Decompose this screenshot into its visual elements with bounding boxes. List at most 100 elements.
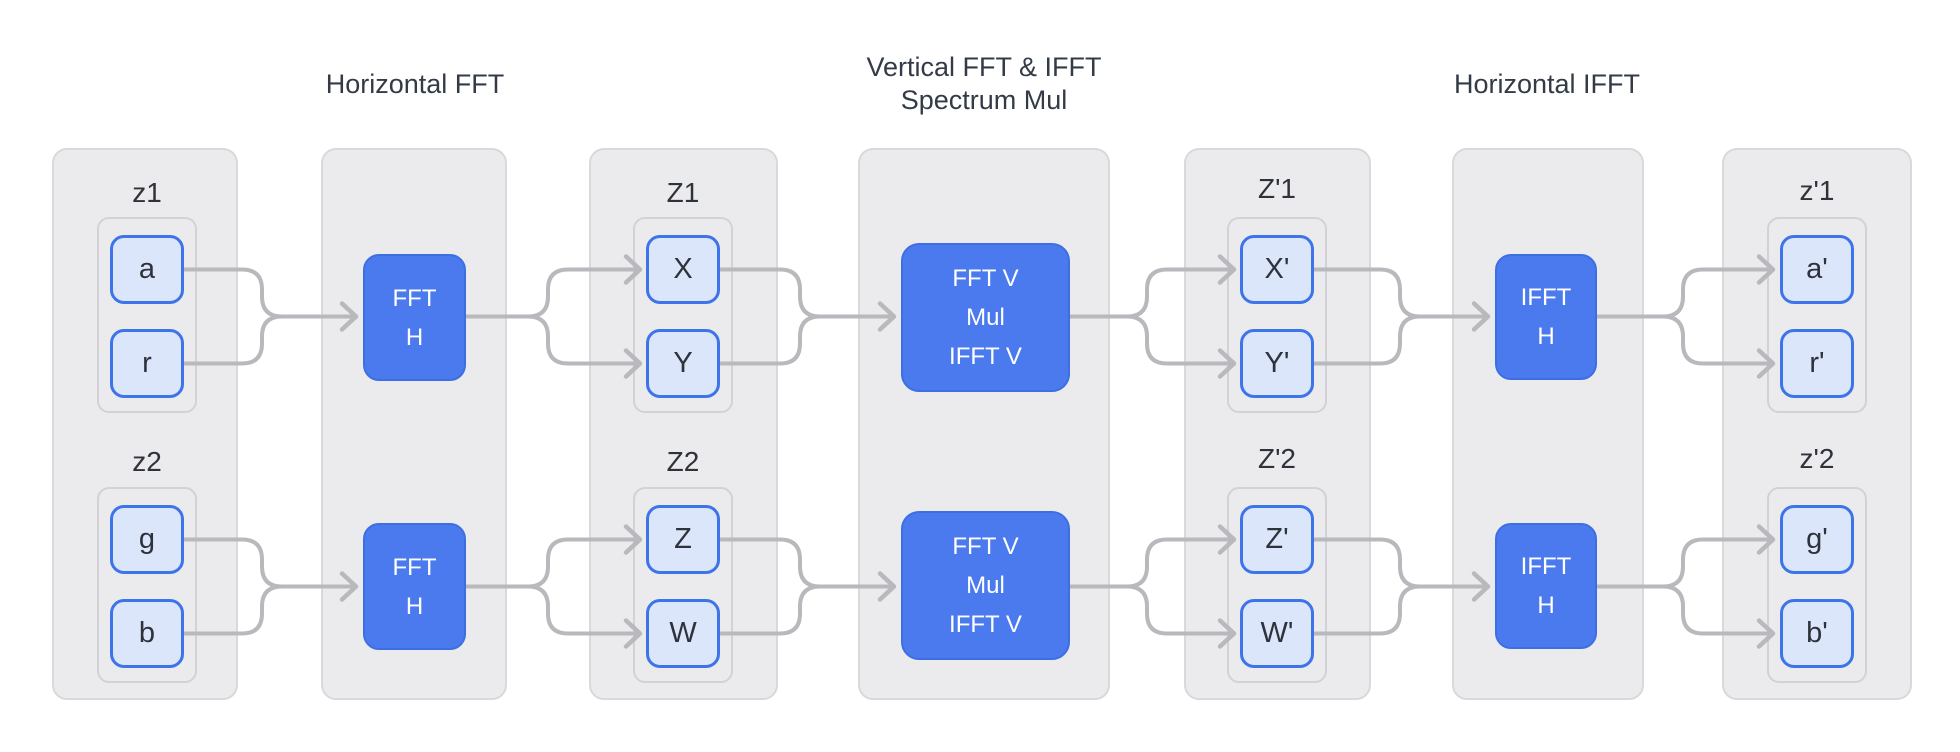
arrowhead-icon	[1756, 254, 1776, 285]
wire	[526, 537, 638, 589]
box-Yp: Y'	[1240, 329, 1314, 398]
merge-zw-to-fft-v-bottom	[716, 537, 897, 636]
arrowhead-icon	[339, 571, 359, 602]
box-a: a	[110, 235, 184, 304]
block-line: Mul	[966, 304, 1005, 331]
block-line: H	[405, 592, 424, 620]
wire	[1661, 267, 1771, 319]
group-z2	[97, 487, 197, 683]
block-line: FFT V	[952, 265, 1019, 292]
group-zp2	[1767, 487, 1867, 683]
arrowhead-icon	[623, 348, 643, 379]
group-label-Zp2: Z'2	[1257, 443, 1297, 474]
block-line: FFT	[392, 553, 437, 581]
stage-title-vertical-line1: Vertical FFT & IFFT	[866, 52, 1102, 82]
arrowhead-icon	[1756, 618, 1776, 649]
wire	[1125, 267, 1232, 319]
split-ifft-h-top-to-aprp	[1595, 254, 1776, 379]
group-label-Z2: Z2	[666, 446, 700, 477]
group-label-zp2: z'2	[1799, 443, 1835, 474]
box-Zp: Z'	[1240, 505, 1314, 574]
box-rp: r'	[1780, 329, 1854, 398]
split-fft-v-bottom-to-zpwp	[1068, 524, 1237, 649]
group-Zp1	[1227, 217, 1327, 413]
block-line: Mul	[966, 572, 1005, 599]
wire	[1661, 537, 1771, 589]
arrowhead-icon	[339, 301, 359, 332]
box-r: r	[110, 329, 184, 398]
merge-gb-to-fft-h-bottom	[180, 537, 359, 636]
group-Z2	[633, 487, 733, 683]
box-g: g	[110, 505, 184, 574]
arrowhead-icon	[623, 618, 643, 649]
wire	[180, 314, 284, 366]
merge-zpwp-to-ifft-h-bottom	[1310, 537, 1491, 636]
split-ifft-h-bottom-to-gpbp	[1595, 524, 1776, 649]
box-ap: a'	[1780, 235, 1854, 304]
group-Z1	[633, 217, 733, 413]
merge-xy-to-fft-v-top	[716, 267, 897, 366]
arrowhead-icon	[1756, 524, 1776, 555]
split-fft-h-top-to-xy	[464, 254, 643, 379]
block-line: H	[1537, 592, 1555, 619]
split-fft-v-top-to-xpyp	[1068, 254, 1237, 379]
arrowhead-icon	[1217, 524, 1237, 555]
stage-title-horizontal-fft: Horizontal FFT	[325, 69, 505, 99]
wire	[716, 537, 822, 589]
wire	[526, 314, 638, 366]
box-W: W	[646, 599, 720, 668]
block-line: H	[1537, 323, 1555, 350]
merge-xpyp-to-ifft-h-top	[1310, 267, 1491, 366]
wire	[526, 584, 638, 636]
group-label-z1: z1	[132, 177, 162, 208]
group-label-Z1: Z1	[666, 177, 700, 208]
arrowhead-icon	[877, 571, 897, 602]
group-label-Zp1: Z'1	[1257, 173, 1297, 204]
box-X: X	[646, 235, 720, 304]
arrowhead-icon	[623, 254, 643, 285]
block-fft-v-mul-ifft-v-top: FFT V Mul IFFT V	[901, 243, 1070, 392]
wire	[1125, 584, 1232, 636]
block-ifft-h-bottom: IFFT H	[1495, 523, 1597, 649]
block-line: IFFT	[1520, 284, 1572, 311]
block-ifft-h-top: IFFT H	[1495, 254, 1597, 380]
wire	[1661, 584, 1771, 636]
block-fft-h-top: FFT H	[363, 254, 466, 381]
wire	[1310, 584, 1422, 636]
block-line: FFT	[392, 284, 437, 312]
block-fft-v-mul-ifft-v-bottom: FFT V Mul IFFT V	[901, 511, 1070, 660]
wire	[1125, 314, 1232, 366]
wire	[180, 267, 284, 319]
box-Xp: X'	[1240, 235, 1314, 304]
block-line: IFFT V	[949, 343, 1022, 370]
wire	[1310, 314, 1422, 366]
arrowhead-icon	[623, 524, 643, 555]
wire	[180, 584, 284, 636]
group-label-z2: z2	[132, 446, 162, 477]
wire	[180, 537, 284, 589]
wire	[526, 267, 638, 319]
wire	[1310, 267, 1422, 319]
arrowhead-icon	[1217, 254, 1237, 285]
wire	[1661, 314, 1771, 366]
box-bp: b'	[1780, 599, 1854, 668]
wire	[1125, 537, 1232, 589]
block-line: IFFT V	[949, 611, 1022, 638]
arrowhead-icon	[1217, 618, 1237, 649]
arrowhead-icon	[1471, 571, 1491, 602]
arrowhead-icon	[877, 301, 897, 332]
arrowhead-icon	[1756, 348, 1776, 379]
box-Z: Z	[646, 505, 720, 574]
wire	[716, 584, 822, 636]
box-gp: g'	[1780, 505, 1854, 574]
block-fft-h-bottom: FFT H	[363, 523, 466, 650]
group-z1	[97, 217, 197, 413]
block-line: H	[405, 323, 424, 351]
box-Wp: W'	[1240, 599, 1314, 668]
split-fft-h-bottom-to-zw	[464, 524, 643, 649]
merge-ar-to-fft-h-top	[180, 267, 359, 366]
group-label-zp1: z'1	[1799, 175, 1835, 206]
wire	[1310, 537, 1422, 589]
